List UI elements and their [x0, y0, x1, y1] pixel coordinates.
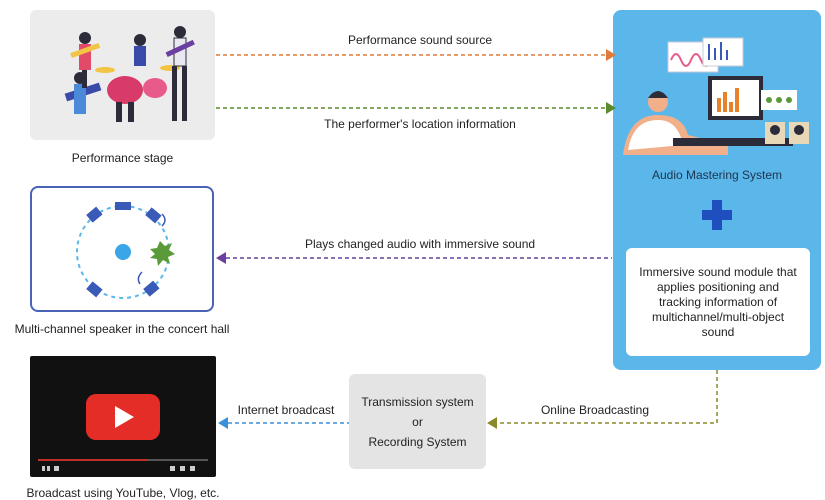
immersive-sound-module: Immersive sound module that applies posi… — [626, 248, 810, 356]
performance-stage-label: Performance stage — [71, 151, 174, 165]
plus-icon — [700, 198, 734, 237]
transmission-line-1: Transmission system — [361, 394, 474, 409]
audio-mastering-label: Audio Mastering System — [651, 168, 783, 182]
band-icon — [64, 26, 195, 122]
internet-broadcast-label: Internet broadcast — [237, 403, 335, 417]
online-broadcasting-arrow — [487, 370, 718, 429]
immersive-playback-arrow — [216, 252, 612, 264]
mastering-engineer-icon — [623, 37, 809, 155]
immersive-playback-label: Plays changed audio with immersive sound — [304, 237, 536, 251]
speaker-hall-label: Multi-channel speaker in the concert hal… — [14, 322, 230, 336]
transmission-system-box: Transmission system or Recording System — [349, 374, 486, 469]
online-broadcasting-label: Online Broadcasting — [540, 403, 650, 417]
transmission-line-2: or — [412, 414, 423, 429]
speaker-layout-illustration — [30, 186, 214, 312]
speaker-array-icon — [76, 202, 175, 299]
internet-broadcast-arrow — [218, 417, 349, 429]
video-player-illustration — [30, 356, 216, 477]
location-info-arrow — [216, 102, 616, 114]
transmission-line-3: Recording System — [368, 434, 467, 449]
sound-source-label: Performance sound source — [347, 33, 493, 47]
location-info-label: The performer's location information — [324, 117, 516, 131]
youtube-play-icon — [38, 394, 208, 471]
sound-source-arrow — [216, 49, 616, 61]
performance-stage-illustration — [30, 10, 215, 140]
